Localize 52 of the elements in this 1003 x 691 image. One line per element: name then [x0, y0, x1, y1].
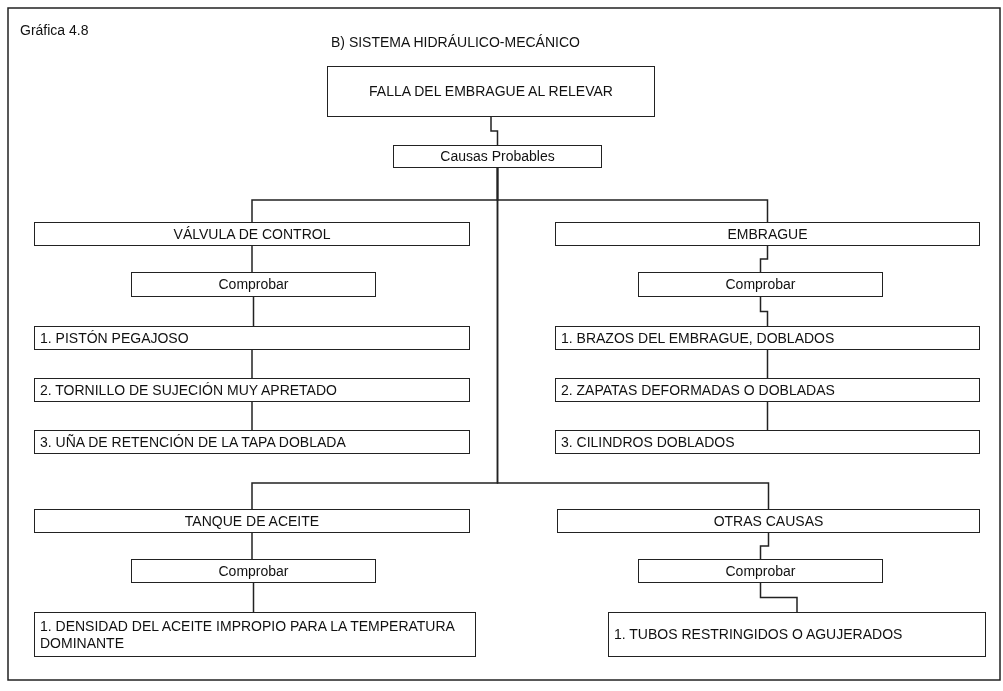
text-box	[638, 272, 883, 297]
text-box	[608, 612, 986, 657]
text-box	[327, 66, 655, 117]
text-box	[34, 430, 470, 454]
node-label: Comprobar	[725, 276, 796, 293]
node-label: 3. CILINDROS DOBLADOS	[561, 433, 735, 451]
connector-line	[490, 116, 499, 146]
text-box	[638, 559, 883, 583]
node-label: 1. DENSIDAD DEL ACEITE IMPROPIO PARA LA TEMPERATURA DOMINANTE	[40, 617, 456, 652]
connector-line	[251, 349, 253, 379]
text-box	[555, 430, 980, 454]
connector-line	[766, 401, 769, 431]
node-label: 1. TUBOS RESTRINGIDOS O AGUJERADOS	[614, 626, 903, 643]
connector-line	[251, 245, 253, 273]
connector-line	[759, 532, 770, 560]
node-label: VÁLVULA DE CONTROL	[173, 225, 331, 243]
node-label: Comprobar	[725, 562, 796, 580]
node-label: Comprobar	[218, 276, 289, 293]
text-box	[34, 326, 470, 350]
node-label: Comprobar	[218, 562, 289, 580]
node-label: 2. TORNILLO DE SUJECIÓN MUY APRETADO	[40, 381, 337, 399]
text-box	[34, 612, 476, 657]
node-label: 2. ZAPATAS DEFORMADAS O DOBLADAS	[561, 381, 835, 399]
text-box	[131, 272, 376, 297]
text-box	[393, 145, 602, 168]
connector-line	[251, 532, 253, 560]
text-box	[555, 222, 980, 246]
connector-line	[759, 582, 798, 613]
node-label: EMBRAGUE	[727, 225, 808, 243]
text-box	[34, 222, 470, 246]
connector-line	[759, 296, 769, 327]
node-label: TANQUE DE ACEITE	[184, 512, 320, 530]
figure-number: Gráfica 4.8	[20, 22, 89, 38]
node-label: FALLA DEL EMBRAGUE AL RELEVAR	[369, 83, 613, 100]
node-label: 3. UÑA DE RETENCIÓN DE LA TAPA DOBLADA	[40, 433, 346, 451]
connector-line	[252, 582, 255, 613]
connector-line	[759, 245, 769, 273]
text-box	[555, 326, 980, 350]
connector-line	[252, 296, 255, 327]
text-box	[557, 509, 980, 533]
diagram-title: B) SISTEMA HIDRÁULICO-MECÁNICO	[331, 34, 580, 50]
text-box	[555, 378, 980, 402]
node-label: OTRAS CAUSAS	[713, 512, 824, 530]
text-box	[131, 559, 376, 583]
node-label: 1. BRAZOS DEL EMBRAGUE, DOBLADOS	[561, 329, 835, 347]
connector-line	[766, 349, 769, 379]
text-box	[34, 378, 470, 402]
text-box	[34, 509, 470, 533]
node-label: 1. PISTÓN PEGAJOSO	[40, 329, 189, 347]
connector-line	[251, 401, 253, 431]
node-label: Causas Probables	[440, 148, 555, 165]
connector-line	[496, 167, 770, 510]
